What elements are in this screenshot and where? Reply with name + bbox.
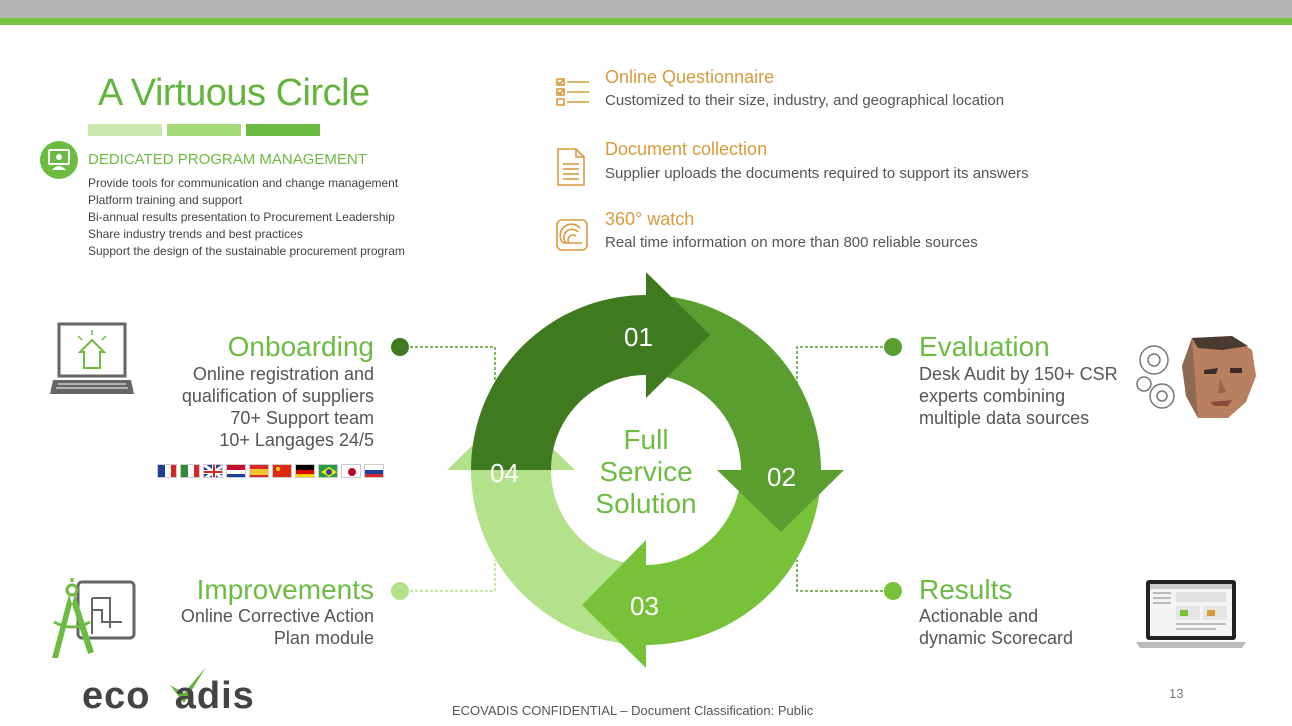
program-item: Share industry trends and best practices: [88, 227, 303, 241]
expert-face-image: [1132, 336, 1260, 420]
logo-text: ecoVadis: [82, 675, 255, 717]
title-underline-bars: [88, 124, 320, 138]
program-management-title: DEDICATED PROGRAM MANAGEMENT: [88, 151, 367, 168]
underline-bar-dark: [246, 124, 320, 136]
compass-plan-icon: [50, 578, 136, 660]
top-green-bar: [0, 18, 1292, 25]
flag-spain-icon: [249, 464, 269, 478]
results-title: Results: [919, 574, 1013, 605]
flag-france-icon: [157, 464, 177, 478]
flag-brazil-icon: [318, 464, 338, 478]
person-screen-icon: [40, 141, 78, 179]
flag-united-kingdom-icon: [203, 464, 223, 478]
arrow-head-03: [582, 540, 646, 668]
center-label: Full Service Solution: [595, 424, 697, 519]
dot-evaluation: [884, 338, 902, 356]
footer-classification: ECOVADIS CONFIDENTIAL – Document Classif…: [452, 703, 814, 718]
logo-check-icon: [170, 667, 206, 703]
step-label-03: 03: [630, 591, 659, 621]
scorecard-laptop-image: [1136, 578, 1246, 650]
improvements-title: Improvements: [196, 574, 374, 605]
connector-improvements: [400, 560, 496, 592]
top-grey-bar: [0, 0, 1292, 18]
underline-bar-light: [88, 124, 162, 136]
connector-onboarding: [400, 346, 496, 385]
flag-russia-icon: [364, 464, 384, 478]
checklist-icon: [556, 76, 590, 110]
connector-evaluation: [796, 346, 893, 385]
ecovadis-logo: ecoVadis: [82, 665, 272, 717]
ring-segment-01: [471, 295, 646, 470]
underline-bar-mid: [167, 124, 241, 136]
dot-results: [884, 582, 902, 600]
feature-title: Online Questionnaire: [605, 67, 775, 87]
dot-improvements: [391, 582, 409, 600]
flag-china-icon: [272, 464, 292, 478]
feature-desc: Customized to their size, industry, and …: [605, 92, 1005, 109]
step-label-01: 01: [624, 322, 653, 352]
feature-title: Document collection: [605, 139, 768, 159]
onboarding-title: Onboarding: [227, 331, 374, 362]
results-desc: Actionable and dynamic Scorecard: [919, 606, 1074, 648]
flag-netherlands-icon: [226, 464, 246, 478]
program-item: Support the design of the sustainable pr…: [88, 244, 405, 258]
laptop-upload-icon: [50, 322, 134, 398]
dot-onboarding: [391, 338, 409, 356]
program-item: Provide tools for communication and chan…: [88, 176, 399, 190]
program-item: Platform training and support: [88, 193, 243, 207]
feature-desc: Supplier uploads the documents required …: [605, 165, 1029, 182]
flag-germany-icon: [295, 464, 315, 478]
onboarding-desc: Online registration and qualification of…: [181, 364, 374, 450]
document-icon: [556, 147, 586, 187]
page-number: 13: [1169, 686, 1184, 701]
program-item: Bi-annual results presentation to Procur…: [88, 210, 395, 224]
feature-desc: Real time information on more than 800 r…: [605, 234, 978, 251]
step-label-04: 04: [490, 458, 519, 488]
evaluation-desc: Desk Audit by 150+ CSR experts combining…: [919, 364, 1118, 428]
arrow-head-02: [717, 470, 844, 532]
flag-japan-icon: [341, 464, 361, 478]
slide-title: A Virtuous Circle: [98, 72, 370, 114]
feature-title: 360° watch: [605, 209, 695, 229]
language-flags: [157, 464, 384, 480]
evaluation-title: Evaluation: [919, 331, 1050, 362]
improvements-desc: Online Corrective Action Plan module: [180, 606, 374, 648]
step-label-02: 02: [767, 462, 796, 492]
watch-360-icon: [556, 219, 588, 251]
program-management-list: Provide tools for communication and chan…: [88, 175, 405, 260]
arrow-head-01: [646, 272, 710, 398]
flag-italy-icon: [180, 464, 200, 478]
connector-results: [796, 560, 893, 592]
